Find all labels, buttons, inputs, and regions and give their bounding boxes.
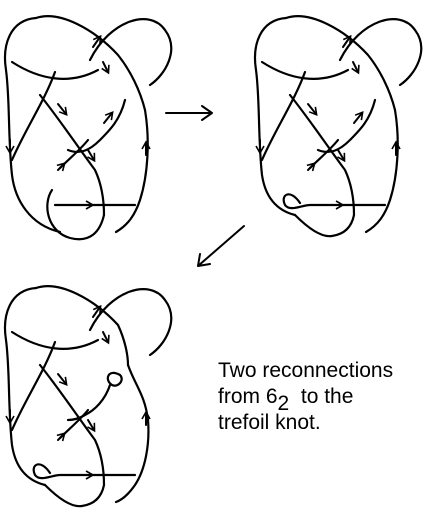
knot1-strand-right-down: [114, 108, 149, 234]
knot1-arrow-inner: [56, 162, 66, 172]
knot1-strand-upper-cross: [10, 60, 100, 80]
caption-line-1: Two reconnections: [218, 359, 394, 382]
step-arrow-right: [165, 105, 213, 121]
knot1-arrow-center: [87, 149, 96, 163]
knot-after-first-reconnection-diagram: [254, 15, 423, 238]
knot1-arrow-mid: [57, 103, 68, 117]
knot1-strand-left-outer: [4, 16, 62, 234]
caption-subscript: 2: [277, 392, 290, 415]
caption-line-2-suffix: to the: [289, 385, 354, 408]
step-arrow-down-left: [197, 225, 245, 267]
knot1-strand-diagonal-left: [10, 70, 57, 162]
knot1-strand-right-arc: [88, 18, 173, 87]
caption-line-2-prefix: from 6: [218, 385, 278, 408]
caption-line-2: from 62 to the: [218, 384, 393, 415]
knot1-strand-bottom-loop: [46, 188, 106, 241]
knot1-strand-middle-left: [38, 93, 106, 217]
knot1-arrow-top: [92, 34, 102, 48]
knot1-arrow-top-inner: [101, 61, 110, 75]
trefoil-knot-diagram: [4, 285, 173, 508]
figure-caption: Two reconnections from 62 to the trefoil…: [218, 358, 393, 436]
knot1-arrow-mid-right: [103, 110, 114, 124]
knot1-strand-top-arc: [34, 15, 147, 112]
knot-6-2-diagram: [4, 15, 173, 241]
caption-line-3: trefoil knot.: [218, 411, 321, 434]
